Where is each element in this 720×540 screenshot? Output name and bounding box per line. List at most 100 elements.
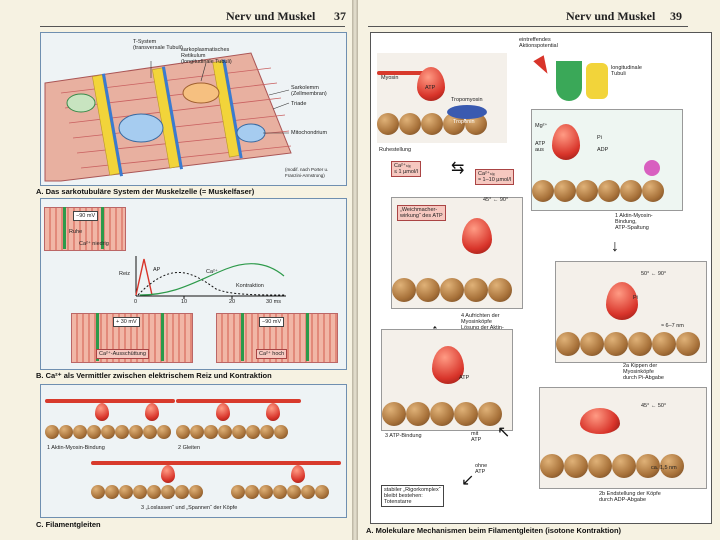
actin-bead — [190, 425, 204, 439]
actin-bead — [204, 425, 218, 439]
label-step3: 3 „Loslassen“ und „Spannen“ der Köpfe — [141, 505, 238, 511]
actin-bead — [260, 425, 274, 439]
label-step2a: 2a Kippen der Myosinköpfe durch Pi-Abgab… — [623, 363, 664, 381]
actin-bead — [554, 180, 576, 202]
panel-b-caption: B. Ca²⁺ als Vermittler zwischen elektris… — [36, 371, 272, 380]
rigor-complex-box: stabiler „Rigorkomplex“ bleibt bestehen:… — [381, 485, 444, 507]
ap-calcium-graph — [135, 256, 287, 299]
myosin-rod-1 — [45, 399, 175, 403]
myosin-head-3a — [161, 465, 175, 483]
label-kontraktion: Kontraktion — [236, 283, 264, 289]
label-ca: Ca²⁺ — [206, 269, 218, 275]
actin-bead — [382, 402, 406, 426]
right-caption: A. Molekulare Mechanismen beim Filamentg… — [366, 526, 622, 535]
panel-c-caption: C. Filamentgleiten — [36, 520, 101, 529]
step3-illustration — [91, 455, 341, 501]
label-dist1: ≈ 6–7 nm — [661, 323, 684, 329]
calcium-ion-icon — [644, 160, 660, 176]
t-tubule-contracted-2 — [306, 313, 309, 361]
actin-bead — [676, 332, 700, 356]
actin-bead — [430, 402, 454, 426]
weichmacher-box: „Weichmacher- wirkung“ des ATP — [397, 205, 446, 221]
label-ap: AP — [153, 267, 161, 273]
actin-bead — [245, 485, 259, 499]
label-reiz: Reiz — [119, 271, 131, 277]
myosin-rod-2 — [176, 399, 301, 403]
label-dist2: ca. 1,5 nm — [651, 465, 677, 471]
actin-bead — [175, 485, 189, 499]
actin-bead — [612, 454, 636, 478]
t-tubule-rest-2 — [101, 207, 104, 249]
actin-bead — [464, 278, 488, 302]
label-angle2: 50° ← 90° — [641, 271, 667, 277]
actin-bead — [636, 454, 660, 478]
myosin-rod-3 — [91, 461, 341, 465]
actin-bead — [189, 485, 203, 499]
actin-bead — [101, 425, 115, 439]
label-mitochondrium: Mitochondrium — [291, 130, 328, 136]
label-mg: Mg²⁺ — [535, 123, 548, 129]
label-step1: 1 Aktin-Myosin-Bindung — [47, 445, 105, 451]
actin-bead — [232, 425, 246, 439]
myosin-head-2a — [216, 403, 230, 421]
actin-bead — [392, 278, 416, 302]
label-ca-niedrig: Ca²⁺ niedrig — [79, 241, 109, 247]
actin-bead — [231, 485, 245, 499]
actin-bead — [604, 332, 628, 356]
label-mit-atp: mit ATP — [471, 431, 482, 443]
myosin-head-1b — [145, 403, 159, 421]
actin-bead — [129, 425, 143, 439]
actin-bead — [454, 402, 478, 426]
label-ca-ausschuettung: Ca²⁺-Ausschüttung — [96, 349, 149, 359]
myosin-head-1a — [95, 403, 109, 421]
actin-bead — [115, 425, 129, 439]
label-troponin: Troponin — [453, 119, 475, 125]
arrow-down: ↓ — [611, 238, 619, 255]
actin-bead — [556, 332, 580, 356]
actin-bead — [399, 113, 421, 135]
actin-bead — [620, 180, 642, 202]
ca-low-box: Ca²⁺ₙᵢₑ ≤ 1 µmol/l — [391, 161, 421, 177]
book-gutter — [352, 0, 358, 540]
myosin-head — [432, 346, 464, 384]
scene-binding — [531, 109, 683, 211]
actin-bead — [406, 402, 430, 426]
label-sarcoplasmic-reticulum: sarkoplasmatisches Retikulum (longitudin… — [181, 47, 232, 65]
panel-c-filament-sliding: 1 Aktin-Myosin-Bindung 2 Gleiten — [40, 384, 347, 518]
sarcotubular-illustration — [44, 52, 292, 182]
t-tubule-excited — [96, 313, 99, 361]
actin-bead — [588, 454, 612, 478]
label-pi: Pi — [597, 135, 602, 141]
myosin-head — [417, 67, 445, 101]
actin-bead — [642, 180, 664, 202]
panel-a-sarcotubular-system: T-System (transversale Tubuli) sarkoplas… — [40, 32, 347, 186]
actin-bead — [176, 425, 190, 439]
myosin-head — [462, 218, 492, 254]
label-ohne-atp: ohne ATP — [475, 463, 488, 475]
step1-illustration — [45, 391, 175, 441]
actin-bead — [147, 485, 161, 499]
actin-bead — [301, 485, 315, 499]
actin-bead — [532, 180, 554, 202]
actin-bead — [540, 454, 564, 478]
right-header-title: Nerv und Muskel — [566, 9, 656, 23]
potential-rest: −90 mV — [73, 211, 99, 221]
actin-bead — [157, 425, 171, 439]
t-tubule-rest — [63, 207, 66, 249]
left-header: Nerv und Muskel 37 — [40, 4, 346, 27]
myosin-head — [552, 124, 580, 160]
actin-bead — [218, 425, 232, 439]
label-ruhe: Ruhe — [69, 229, 83, 235]
actin-bead — [119, 485, 133, 499]
actin-bead — [652, 332, 676, 356]
scene-endstellung — [539, 387, 707, 489]
myosin-head — [580, 408, 620, 434]
actin-bead — [488, 278, 512, 302]
label-step1: 1 Aktin-Myosin- Bindung, ATP-Spaltung — [615, 213, 653, 231]
actin-bead — [133, 485, 147, 499]
actin-bead — [660, 454, 684, 478]
actin-bead — [580, 332, 604, 356]
label-step2b: 2b Endstellung der Köpfe durch ADP-Abgab… — [599, 491, 661, 503]
arrow-to-ca: ⇆ — [451, 160, 465, 177]
potential-contracted: −90 mV — [259, 317, 285, 327]
